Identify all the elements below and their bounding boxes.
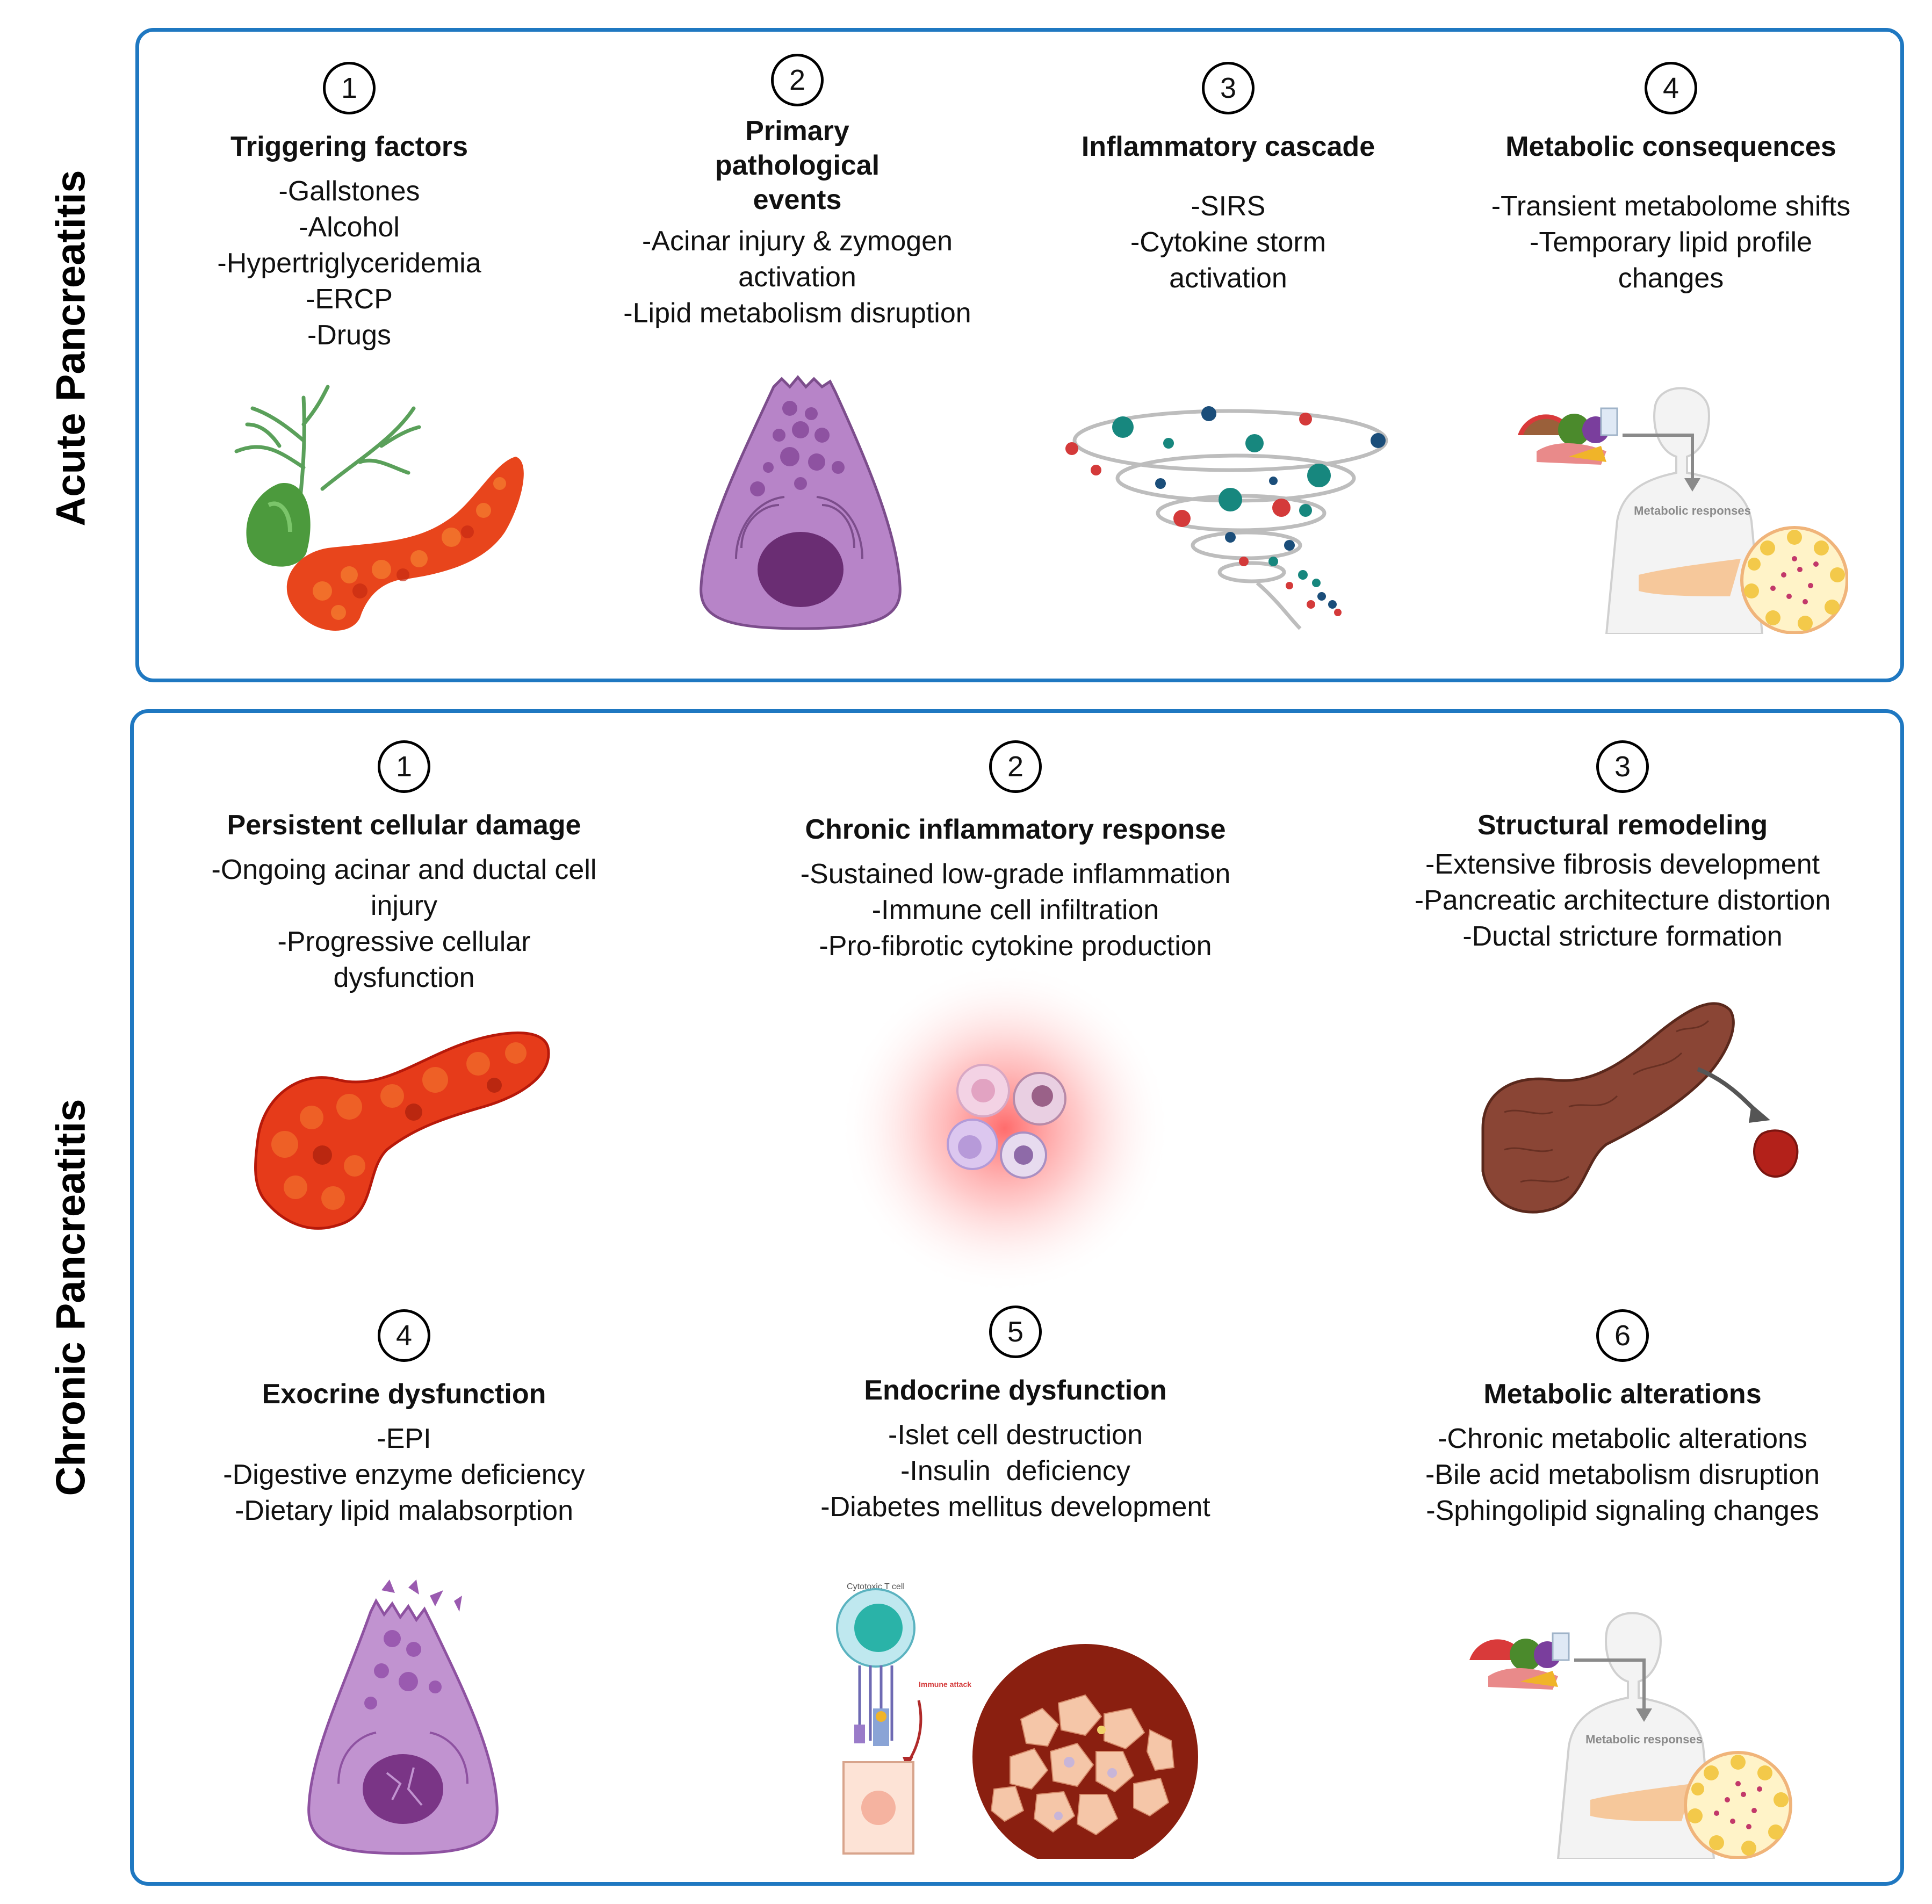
step-title: Metabolic consequences [1505,131,1836,162]
food-icon [1518,407,1618,465]
fibrotic-pancreas-illustration [1481,1002,1799,1214]
islet-immune-attack-illustration: Cytotoxic T cell Immune attack [836,1582,1198,1859]
acute-pancreatitis-panel [135,28,1904,682]
chronic-step-4: 4 Exocrine dysfunction -EPI -Digestive e… [200,1309,608,1529]
step-item: -Ductal stricture formation [1462,921,1783,952]
step-number-badge: 3 [1596,740,1649,793]
chronic-step-5: 5 Endocrine dysfunction -Islet cell dest… [774,1306,1257,1525]
step-item: -ERCP [306,284,393,315]
step-number-badge: 2 [989,740,1042,793]
step-number-badge: 1 [323,62,376,114]
chronic-step-1: 1 Persistent cellular damage -Ongoing ac… [200,740,608,996]
chronic-step-2: 2 Chronic inflammatory response -Sustain… [758,740,1273,964]
acute-step-3: 3 Inflammatory cascade -SIRS -Cytokine s… [1040,62,1416,297]
step-item: -SIRS [1191,191,1266,222]
step-item: -Drugs [307,320,392,351]
metabolic-responses-label: Metabolic responses [1585,1733,1703,1746]
step-item: -Temporary lipid profile changes [1530,227,1812,294]
cytokine-storm-illustration [1065,406,1388,630]
chronic-step-3: 3 Structural remodeling -Extensive fibro… [1381,740,1864,955]
step-items: -Sustained low-grade inflammation -Immun… [758,856,1273,964]
acute-step-4: 4 Metabolic consequences -Transient meta… [1461,62,1880,297]
step-item: -Transient metabolome shifts [1491,191,1851,222]
step-item: -Bile acid metabolism disruption [1425,1459,1820,1490]
step-item: -Acinar injury & zymogen activation [642,226,953,293]
step-title: Inflammatory cascade [1081,131,1375,162]
acute-step-1: 1 Triggering factors -Gallstones -Alcoho… [156,62,543,354]
step-item: -Islet cell destruction [888,1419,1143,1451]
step-items: -Acinar injury & zymogen activation -Lip… [588,223,1007,331]
step-items: -Transient metabolome shifts -Temporary … [1461,189,1880,297]
step-item: -Dietary lipid malabsorption [234,1495,574,1526]
step-number-badge: 1 [378,740,430,793]
step-item: -Chronic metabolic alterations [1438,1423,1807,1454]
cytotoxic-t-cell-label: Cytotoxic T cell [847,1582,905,1591]
step-title: Primary pathological events [715,116,880,215]
step-title: Chronic inflammatory response [805,814,1226,845]
step-items: -Gallstones -Alcohol -Hypertriglyceridem… [156,174,543,354]
acute-step-2: 2 Primary pathological events -Acinar in… [588,54,1007,331]
step-items: -Chronic metabolic alterations -Bile aci… [1381,1421,1864,1529]
step-item: -Immune cell infiltration [871,895,1159,926]
metabolic-responses-illustration-acute: Metabolic responses [1518,387,1848,634]
step-number-badge: 4 [1645,62,1697,114]
step-item: -Extensive fibrosis development [1425,849,1820,880]
step-title: Endocrine dysfunction [864,1375,1167,1406]
step-item: -Progressive cellular dysfunction [277,926,531,993]
step-item: -Ongoing acinar and ductal cell injury [211,854,597,921]
step-items: -Extensive fibrosis development -Pancrea… [1381,847,1864,955]
step-item: -Diabetes mellitus development [820,1491,1210,1523]
step-title: Triggering factors [230,131,468,162]
step-item: -Cytokine storm activation [1130,227,1327,294]
step-item: -Pancreatic architecture distortion [1414,885,1831,916]
acute-section-label: Acute Pancreatitis [48,170,94,527]
chronic-section-label: Chronic Pancreatitis [48,1099,94,1496]
step-item: -Hypertriglyceridemia [217,248,481,279]
step-title: Persistent cellular damage [227,810,581,841]
step-items: -Ongoing acinar and ductal cell injury -… [200,852,608,996]
step-item: -Sustained low-grade inflammation [800,859,1231,890]
damaged-pancreas-illustration [254,1032,550,1230]
step-number-badge: 2 [771,54,824,106]
chronic-step-6: 6 Metabolic alterations -Chronic metabol… [1381,1309,1864,1529]
acinar-cell-illustration [700,375,902,630]
step-number-badge: 3 [1202,62,1255,114]
step-title: Structural remodeling [1477,810,1768,841]
step-items: -SIRS -Cytokine storm activation [1040,189,1416,297]
step-item: -Insulin deficiency [900,1455,1130,1487]
step-title: Exocrine dysfunction [262,1379,546,1410]
step-item: -Alcohol [299,212,400,243]
food-icon [1469,1632,1570,1690]
step-item: -Pro-fibrotic cytokine production [819,931,1212,962]
step-item: -Digestive enzyme deficiency [223,1459,585,1490]
chronic-pancreatitis-panel [130,709,1904,1886]
step-number-badge: 6 [1596,1309,1649,1362]
immune-cells-inflammation-illustration [838,962,1171,1295]
metabolic-responses-illustration-chronic: Metabolic responses [1469,1612,1792,1859]
step-item: -Lipid metabolism disruption [623,298,971,329]
step-item: -EPI [377,1423,431,1454]
step-title: Metabolic alterations [1483,1379,1762,1410]
step-number-badge: 4 [378,1309,430,1362]
step-number-badge: 5 [989,1306,1042,1358]
damaged-acinar-cell-illustration [307,1580,499,1855]
immune-attack-label: Immune attack [919,1680,971,1689]
metabolic-responses-label: Metabolic responses [1634,504,1751,517]
step-item: -Gallstones [278,176,420,207]
step-item: -Sphingolipid signaling changes [1426,1495,1819,1526]
step-items: -Islet cell destruction -Insulin deficie… [774,1417,1257,1525]
step-items: -EPI -Digestive enzyme deficiency -Dieta… [200,1421,608,1529]
gallbladder-pancreas-illustration [234,385,524,631]
